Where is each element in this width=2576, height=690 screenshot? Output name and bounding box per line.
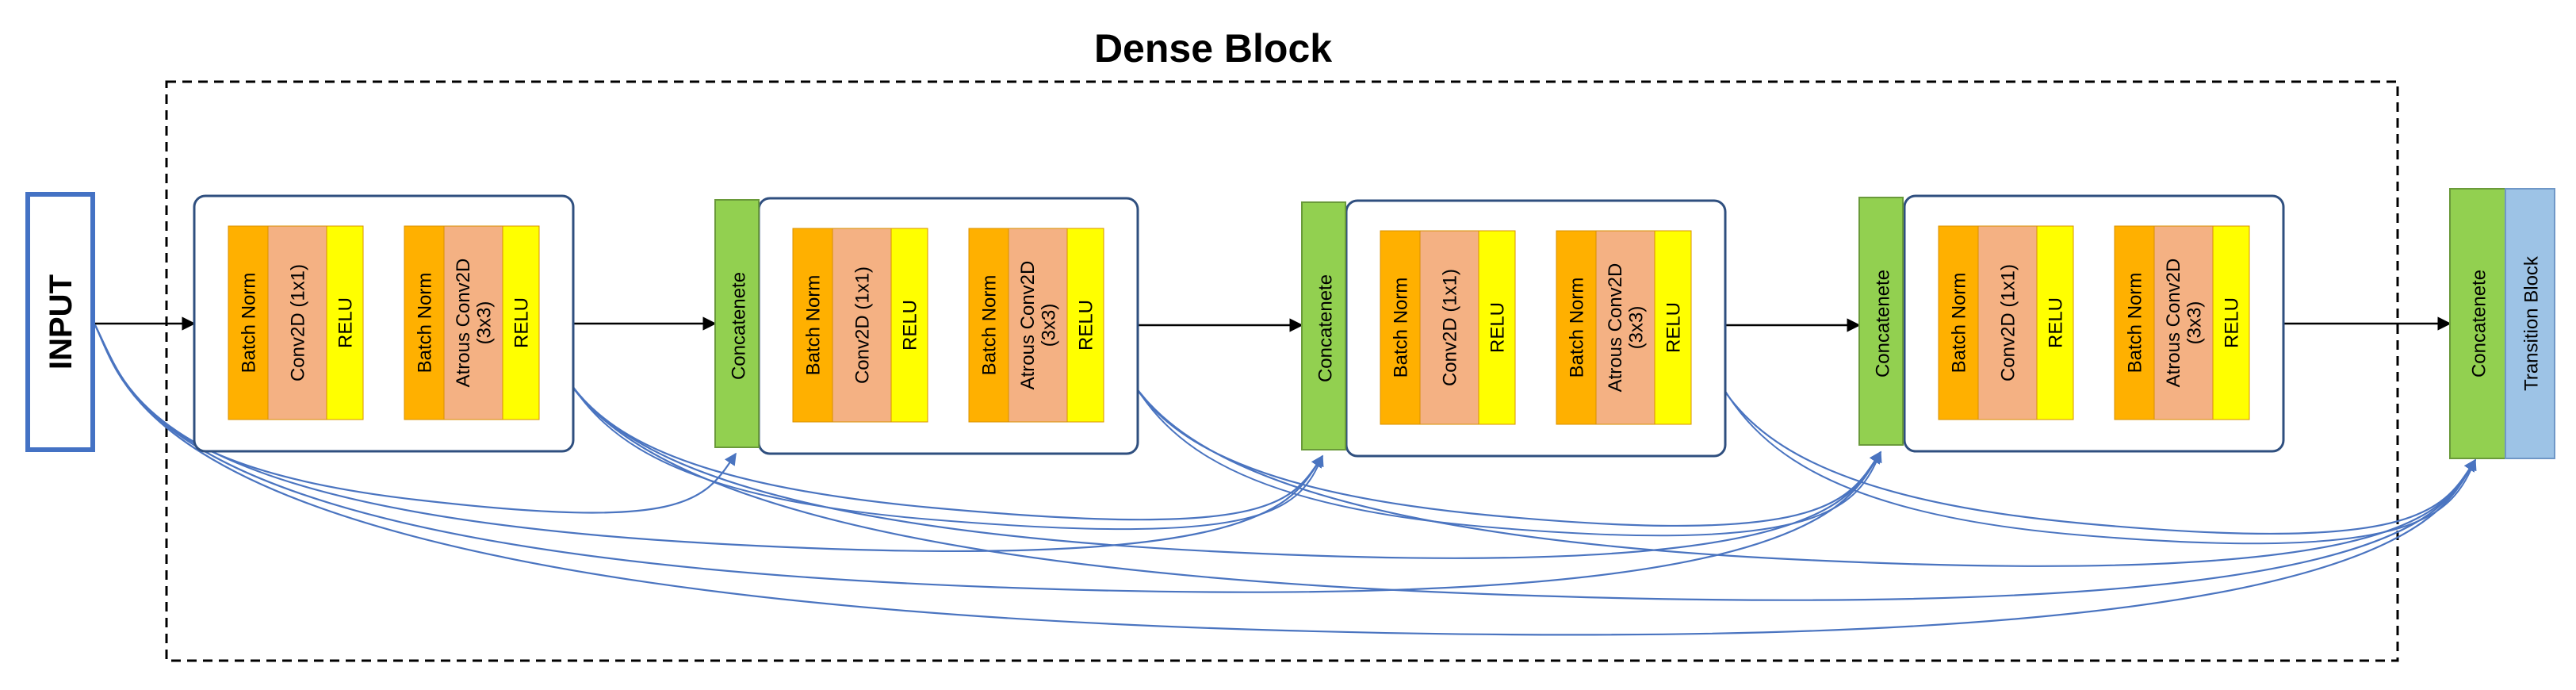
relu-2 [1654, 230, 1692, 425]
concat-rect [714, 199, 760, 448]
concat-block-2: Concatenete [1301, 201, 1346, 450]
batch-norm-2 [1556, 230, 1597, 425]
batch-norm-2-label: Batch Norm [978, 275, 1000, 376]
final-concat-rect [2449, 188, 2506, 459]
relu-2 [1066, 228, 1104, 423]
conv-module-1: Batch Norm Conv2D (1x1) RELU Batch Norm Atro… [193, 194, 575, 453]
dense-block-boundary [165, 80, 2399, 662]
skip-connections [94, 324, 2477, 636]
batch-norm-2-label: Batch Norm [2124, 273, 2145, 374]
atrous-conv [1595, 230, 1655, 425]
batch-norm-2-label: Batch Norm [414, 273, 435, 374]
batch-norm-1 [228, 225, 269, 420]
relu-1-label: RELU [2045, 297, 2066, 348]
batch-norm-1 [792, 228, 833, 423]
concat-rect [1858, 197, 1904, 446]
conv-module-3: Batch Norm Conv2D (1x1) RELU Batch Norm Atro… [1345, 199, 1727, 458]
concat-block-1: Concatenete [714, 199, 760, 448]
relu-2 [502, 225, 540, 420]
atrous-conv-label: Atrous Conv2D(3x3) [1017, 261, 1059, 390]
relu-1 [1478, 230, 1516, 425]
relu-1 [326, 225, 364, 420]
input-label: INPUT [44, 274, 78, 370]
transition-rect [2505, 188, 2555, 459]
batch-norm-1-label: Batch Norm [1390, 278, 1411, 378]
conv1x1-label: Conv2D (1x1) [1997, 264, 2019, 381]
conv-module-2: Batch Norm Conv2D (1x1) RELU Batch Norm Atro… [757, 197, 1139, 455]
atrous-conv-label: Atrous Conv2D(3x3) [453, 259, 495, 388]
batch-norm-1 [1938, 225, 1979, 420]
relu-2 [2212, 225, 2250, 420]
conv1x1 [1977, 225, 2038, 420]
transition-label: Transition Block [2520, 255, 2542, 391]
skip-connection-11 [1103, 326, 2476, 567]
atrous-conv-label: Atrous Conv2D(3x3) [2163, 259, 2205, 388]
atrous-conv-label: Atrous Conv2D(3x3) [1605, 263, 1647, 393]
relu-2-label: RELU [1663, 302, 1684, 353]
conv1x1 [267, 225, 327, 420]
atrous-conv [443, 225, 503, 420]
batch-norm-1-label: Batch Norm [802, 275, 824, 376]
relu-2-label: RELU [1075, 300, 1097, 351]
relu-1-label: RELU [899, 300, 921, 351]
batch-norm-1 [1380, 230, 1421, 425]
atrous-conv [1008, 228, 1068, 423]
skip-connection-9 [94, 324, 2476, 636]
diagram-title: Dense Block [1094, 26, 1332, 71]
relu-2-label: RELU [511, 297, 532, 348]
conv1x1 [1419, 230, 1479, 425]
concat-block-3: Concatenete [1858, 197, 1904, 446]
transition-block: Transition Block [2505, 188, 2555, 459]
batch-norm-2 [968, 228, 1009, 423]
input-node: INPUT [25, 192, 95, 452]
conv1x1 [832, 228, 892, 423]
final-concat-label: Concatenete [2468, 270, 2490, 378]
skip-connection-13 [1690, 326, 2477, 545]
atrous-conv [2153, 225, 2214, 420]
relu-2-label: RELU [2221, 297, 2242, 348]
conv-module-4: Batch Norm Conv2D (1x1) RELU Batch Norm Atro… [1903, 194, 2285, 453]
concat-label: Concatenete [1315, 274, 1336, 382]
relu-1-label: RELU [1487, 302, 1508, 353]
batch-norm-1-label: Batch Norm [1948, 273, 1969, 374]
skip-connection-5 [94, 324, 1881, 593]
concat-label: Concatenete [1872, 270, 1893, 378]
concat-rect [1301, 201, 1346, 450]
batch-norm-2-label: Batch Norm [1566, 278, 1587, 378]
batch-norm-2 [2114, 225, 2155, 420]
concat-label: Concatenete [728, 272, 749, 380]
relu-1 [2036, 225, 2074, 420]
conv1x1-label: Conv2D (1x1) [287, 264, 308, 381]
final-concat-block: Concatenete [2449, 188, 2506, 459]
relu-1 [890, 228, 928, 423]
conv1x1-label: Conv2D (1x1) [852, 266, 873, 384]
relu-1-label: RELU [335, 297, 356, 348]
nodes: Batch Norm Conv2D (1x1) RELU Batch Norm Atro… [193, 188, 2555, 459]
conv1x1-label: Conv2D (1x1) [1439, 269, 1460, 386]
batch-norm-1-label: Batch Norm [238, 273, 259, 374]
